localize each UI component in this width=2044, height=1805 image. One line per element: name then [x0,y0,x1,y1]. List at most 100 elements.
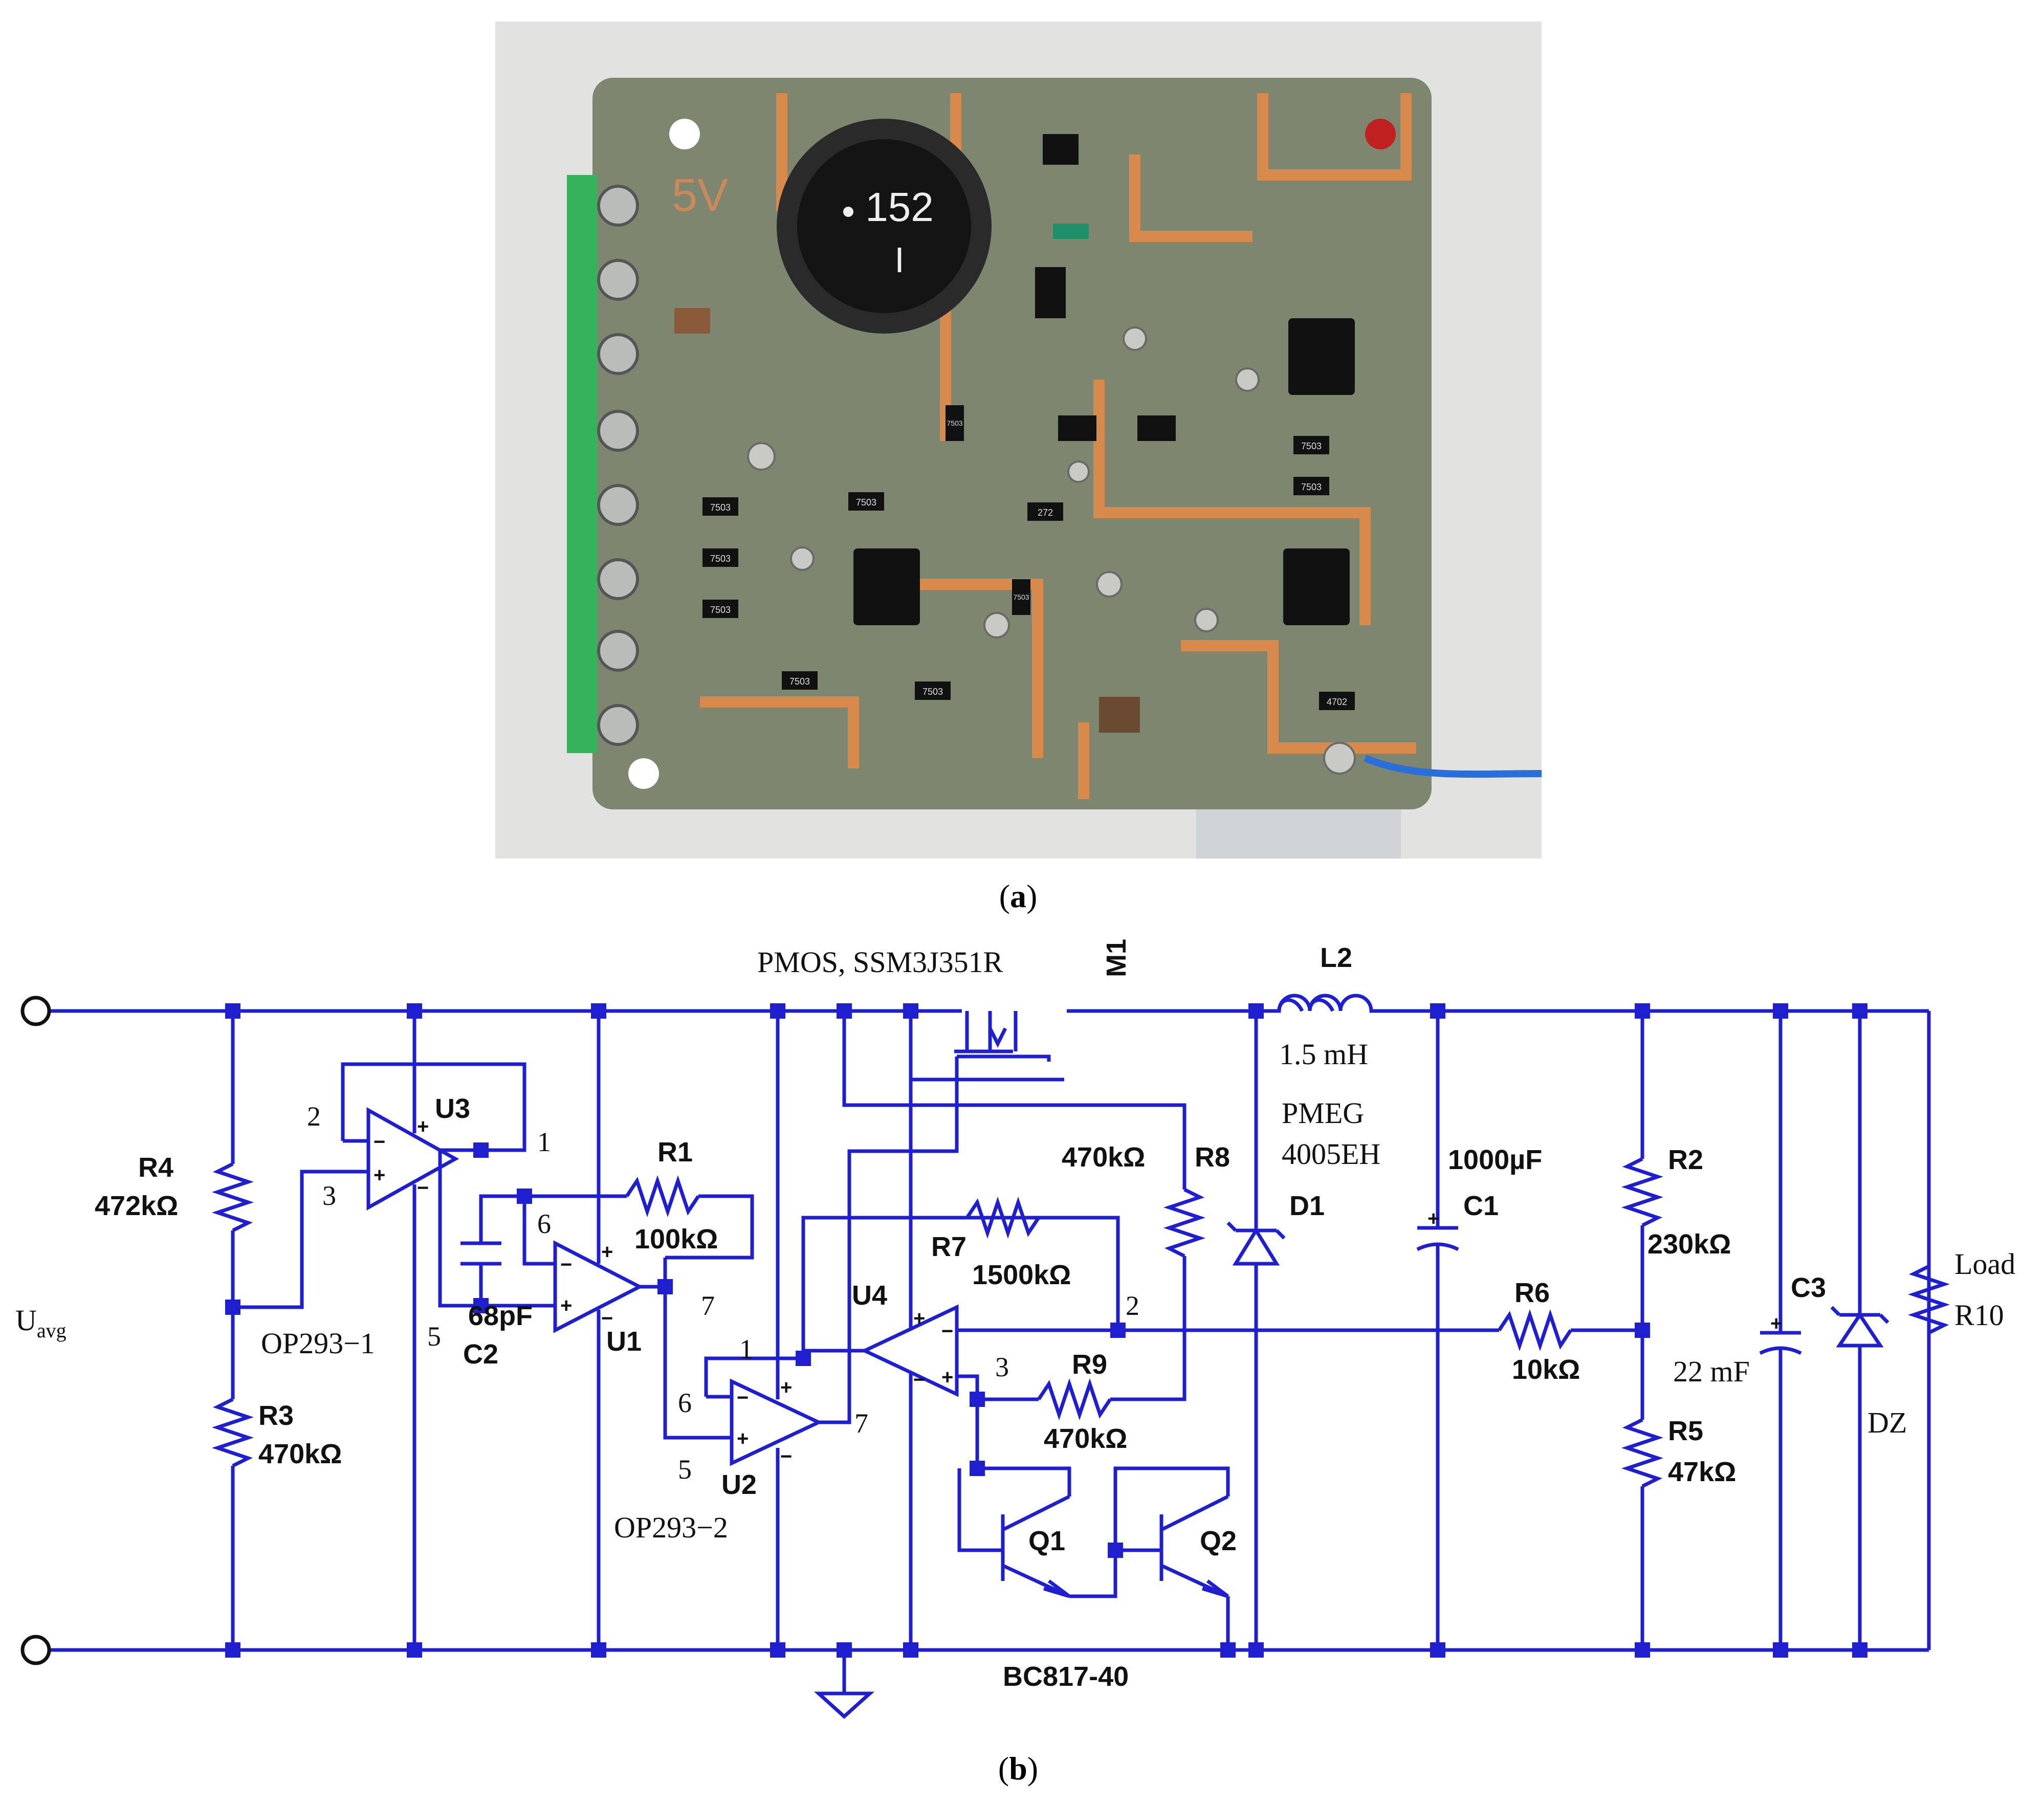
u3-plus-sign: + [373,1164,385,1186]
u4-pin-3: 3 [995,1352,1009,1382]
u2-part: OP293−2 [614,1511,728,1544]
u3-supply-plus: + [417,1115,429,1138]
r2-value: 230kΩ [1647,1229,1731,1260]
input-label: Uavg [15,1304,67,1342]
c3-value: 22 mF [1673,1355,1750,1388]
mount-hole [628,758,659,789]
u2-pin-7: 7 [854,1408,868,1439]
caption-a: (a) [999,878,1038,914]
u2-pin-5: 5 [678,1454,692,1485]
r1-value: 100kΩ [634,1224,718,1254]
r1-ref: R1 [657,1137,693,1168]
solder-joints [747,326,1356,775]
r7-ref: R7 [931,1231,966,1262]
ic-chips [853,318,1355,625]
r5-value: 47kΩ [1668,1457,1736,1487]
u1-supply-plus: + [601,1241,613,1263]
r9-value: 470kΩ [1044,1423,1127,1454]
svg-text:7503: 7503 [947,419,962,427]
r3-value: 470kΩ [258,1439,342,1469]
inductor-marking: 152 [865,184,933,230]
u4-pin-1: 1 [739,1334,753,1364]
svg-text:7503: 7503 [710,605,731,615]
schematic-graphic: − + + − − + + − − + + − − + + − + + Uavg… [15,939,2015,1719]
u4-ref: U4 [852,1280,887,1311]
u4-supply-minus: − [913,1369,925,1391]
d1-ref: D1 [1289,1191,1325,1221]
u2-supply-plus: + [780,1376,792,1399]
dz-ref: DZ [1867,1406,1907,1439]
input-terminal-bottom [20,1635,51,1665]
mount-hole [669,119,700,149]
u3-ref: U3 [435,1093,470,1124]
svg-text:7503: 7503 [710,554,731,564]
u3-pin-3: 3 [322,1180,336,1211]
u4-pin-2: 2 [1126,1290,1139,1321]
svg-text:7503: 7503 [710,502,731,513]
u2-ref: U2 [721,1469,757,1500]
u3-minus-sign: − [373,1131,385,1153]
standoff [1196,809,1401,859]
c3-plus-sign: + [1770,1312,1782,1335]
svg-text:7503: 7503 [1013,593,1029,601]
l2-ref: L2 [1320,942,1352,973]
r6-value: 10kΩ [1512,1354,1580,1385]
junction-dots [225,1003,1867,1658]
svg-text:7503: 7503 [1301,441,1322,451]
u1-plus-sign: + [560,1294,572,1317]
c2-ref: C2 [463,1339,498,1370]
mount-hole [1365,119,1396,149]
r4-value: 472kΩ [95,1191,178,1221]
r6-ref: R6 [1514,1278,1550,1308]
c2-value: 68pF [468,1301,533,1331]
d1-part-line2: 4005EH [1282,1137,1380,1171]
silkscreen-5v: 5V [672,170,728,221]
smd-capacitor [674,308,710,334]
circuit-schematic: − + + − − + + − − + + − − + + − + + Uavg… [0,936,2044,1734]
u3-part: OP293−1 [261,1327,375,1360]
svg-text:7503: 7503 [856,497,876,508]
schematic-wires [49,994,1950,1719]
m1-part: PMOS, SSM3J351R [757,945,1003,979]
u1-minus-sign: − [560,1253,572,1276]
svg-text:272: 272 [1038,508,1053,518]
svg-text:7503: 7503 [922,687,943,697]
transistors [1035,134,1176,441]
r7-value: 1500kΩ [972,1260,1071,1290]
u4-supply-plus: + [913,1307,925,1330]
l2-value: 1.5 mH [1279,1038,1368,1071]
terminal-strip [567,175,598,753]
svg-text:4702: 4702 [1327,697,1347,707]
m1-ref: M1 [1101,939,1132,977]
blue-wire [1364,755,1542,778]
u1-ref: U1 [606,1326,642,1357]
u3-supply-minus: − [417,1177,429,1199]
input-terminal-top [20,996,51,1026]
u1-supply-minus: − [601,1307,613,1330]
c1-value: 1000µF [1448,1144,1542,1175]
u1-pin-6: 6 [537,1208,551,1239]
terminal-pads [597,185,639,746]
r10-ref: R10 [1954,1298,2004,1332]
c3-ref: C3 [1791,1272,1826,1303]
u1-pin-7: 7 [701,1290,715,1321]
pcb-photo-graphic: 5V 152 I 7503 7503 7503 7503 [567,78,1542,859]
svg-text:7503: 7503 [789,676,810,687]
u2-plus-sign: + [737,1427,749,1450]
u2-minus-sign: − [737,1386,749,1409]
c1-ref: C1 [1463,1191,1499,1221]
smd-resistors: 7503 7503 7503 7503 7503 7503 7503 7503 … [702,405,1355,710]
u4-minus-sign: − [941,1320,953,1342]
u3-pin-2: 2 [307,1101,321,1132]
pcb-photo: 5V 152 I 7503 7503 7503 7503 [495,21,1542,859]
u2-pin-6: 6 [678,1388,692,1418]
q2-ref: Q2 [1200,1526,1237,1556]
r2-ref: R2 [1668,1144,1703,1175]
d1-part-line1: PMEG [1282,1096,1364,1130]
caption-b: (b) [998,1750,1039,1787]
u1-pin-5: 5 [427,1321,441,1352]
transistor-part: BC817-40 [1003,1661,1129,1692]
q1-ref: Q1 [1028,1526,1065,1556]
inductor-marking-2: I [894,240,904,280]
svg-text:7503: 7503 [1301,482,1322,492]
